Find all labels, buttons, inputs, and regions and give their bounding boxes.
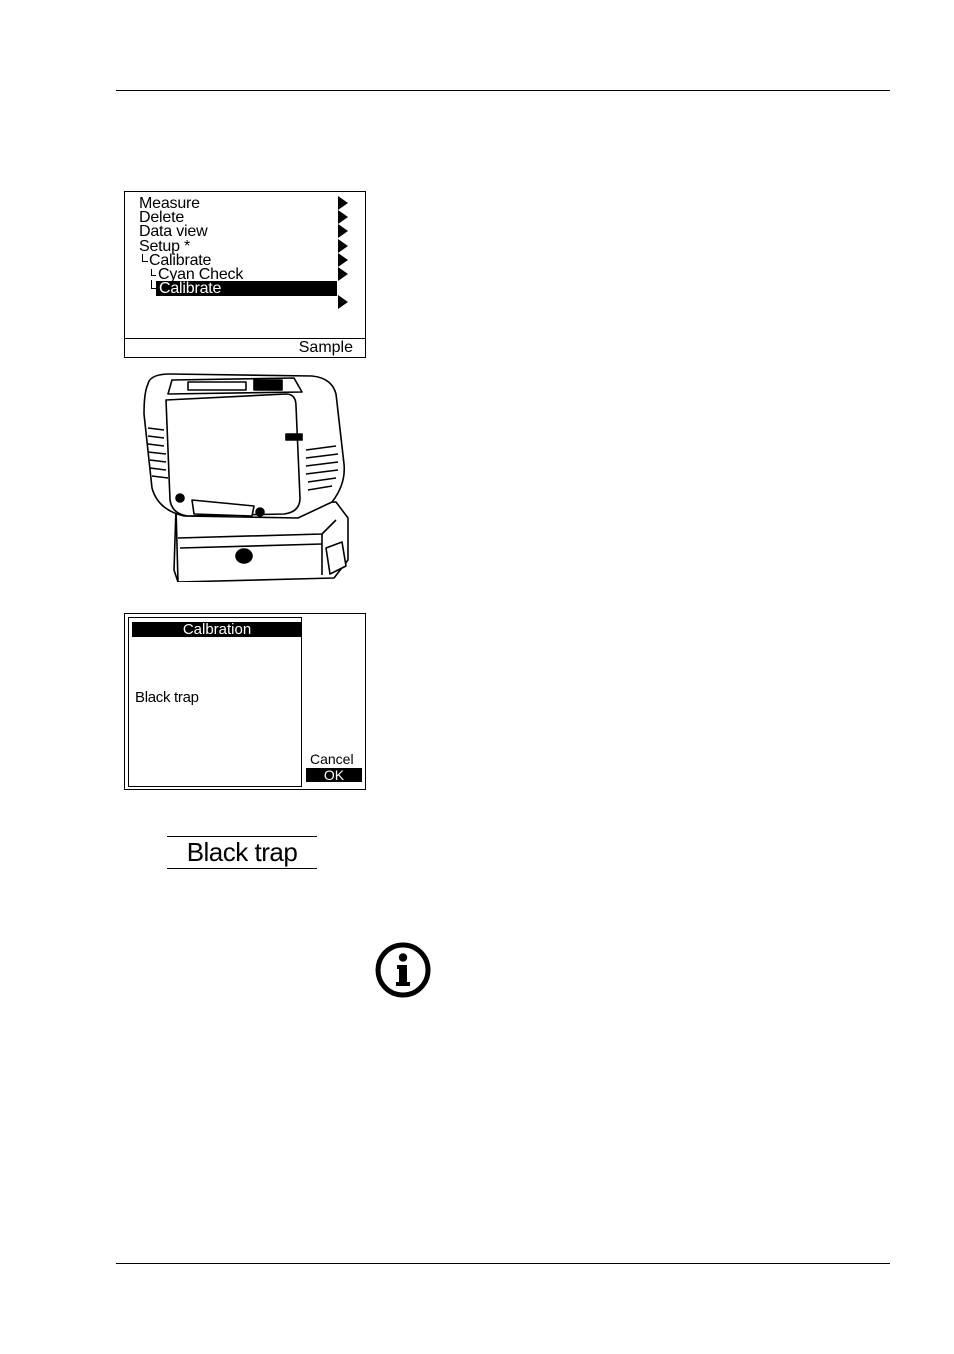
calibration-title: Calbration [132, 622, 302, 637]
triangle-right-icon [338, 267, 348, 281]
ok-softkey[interactable]: OK [306, 768, 362, 782]
softkey-sample[interactable]: Sample [298, 339, 353, 356]
device-illustration [143, 373, 349, 582]
menu-item-setup[interactable]: Setup * [139, 238, 191, 255]
menu-item-cyan-check[interactable]: Cyan Check [158, 266, 244, 283]
lcd-calibration-screen: Calbration Black trap Cancel OK [124, 613, 366, 790]
menu-item-data-view[interactable]: Data view [139, 223, 208, 240]
triangle-right-icon [338, 253, 348, 267]
tree-connector [151, 269, 156, 276]
calibration-panel: Calbration Black trap [128, 617, 302, 787]
menu-item-measure[interactable]: Measure [139, 195, 200, 212]
menu-item-calibrate[interactable]: Calibrate [149, 252, 212, 269]
footer-rule [116, 1263, 890, 1264]
triangle-right-icon [338, 210, 348, 224]
softkey-bar: Sample [125, 338, 365, 357]
triangle-right-icon [338, 239, 348, 253]
info-icon [375, 942, 431, 998]
tree-connector [151, 280, 156, 289]
triangle-right-icon [338, 224, 348, 238]
triangle-right-icon [338, 196, 348, 210]
black-trap-label: Black trap [167, 836, 317, 869]
tree-connector [142, 254, 148, 262]
menu-selection-highlight [156, 281, 337, 296]
cancel-softkey[interactable]: Cancel [310, 751, 354, 767]
menu-item-delete[interactable]: Delete [139, 209, 185, 226]
lcd-menu-screen: Measure Delete Data view Setup * Calibra… [124, 191, 366, 358]
triangle-right-icon [338, 295, 348, 309]
menu-item-calibrate-selected[interactable]: Calibrate [159, 280, 222, 297]
calibration-message: Black trap [135, 689, 199, 706]
triangle-right-icon [338, 281, 348, 295]
header-rule [116, 90, 890, 91]
